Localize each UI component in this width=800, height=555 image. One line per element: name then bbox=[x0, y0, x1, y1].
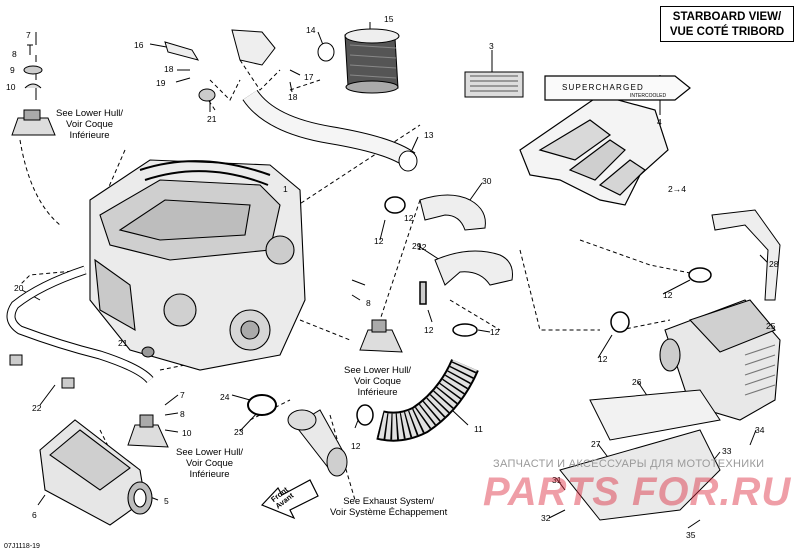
supercharger-cover bbox=[519, 94, 669, 206]
callout-24: 24 bbox=[220, 392, 230, 402]
note-line: See Lower Hull/ bbox=[56, 108, 124, 119]
document-id: 07J1118-19 bbox=[4, 543, 40, 550]
note-line: Voir Coque bbox=[66, 119, 114, 130]
callout-18: 18 bbox=[164, 64, 174, 74]
callout-22: 22 bbox=[32, 403, 42, 413]
callout-21: 21 bbox=[118, 338, 128, 348]
note-line: Voir Système Échappement bbox=[330, 507, 448, 518]
clamp-14 bbox=[317, 42, 335, 62]
view-title-box: STARBOARD VIEW/ VUE COTÉ TRIBORD bbox=[660, 6, 794, 42]
note-line: Inférieure bbox=[69, 130, 110, 141]
note-line: Voir Coque bbox=[354, 376, 402, 387]
engine-mount-top bbox=[11, 109, 56, 136]
air-filter bbox=[344, 28, 400, 94]
corrugated-hose bbox=[376, 358, 479, 442]
front-arrow-icon bbox=[260, 479, 319, 520]
callout-13: 13 bbox=[424, 130, 434, 140]
throttle-body bbox=[287, 409, 348, 477]
callout-9: 9 bbox=[10, 65, 15, 75]
callout-35: 35 bbox=[686, 530, 696, 540]
note-line: See Exhaust System/ bbox=[343, 496, 435, 507]
callout-6: 6 bbox=[32, 510, 37, 520]
heat-shield bbox=[589, 389, 721, 441]
elbow-29 bbox=[434, 250, 513, 286]
note-line: Inférieure bbox=[189, 469, 230, 480]
callout-31: 31 bbox=[552, 475, 562, 485]
note-line: See Lower Hull/ bbox=[344, 365, 412, 376]
callout-12: 12 bbox=[663, 290, 673, 300]
callout-34: 34 bbox=[755, 425, 765, 435]
callout-19: 19 bbox=[156, 78, 166, 88]
callout-26: 26 bbox=[632, 377, 642, 387]
note-lower-hull-mid: See Lower Hull/ Voir Coque Inférieure bbox=[344, 365, 411, 398]
elbow-30 bbox=[419, 194, 486, 231]
hose-20 bbox=[7, 266, 153, 383]
callout-12: 12 bbox=[404, 213, 414, 223]
callout-20: 20 bbox=[14, 283, 24, 293]
callout-12: 12 bbox=[424, 325, 434, 335]
note-exhaust: See Exhaust System/ Voir Système Échappe… bbox=[330, 496, 447, 518]
callout-11: 11 bbox=[474, 424, 483, 434]
callout-15: 15 bbox=[384, 14, 394, 24]
note-line: Voir Coque bbox=[186, 458, 234, 469]
intake-manifold bbox=[39, 419, 153, 526]
callout-17: 17 bbox=[304, 72, 314, 82]
callout-12: 12 bbox=[490, 327, 500, 337]
watermark-logo: PARTS FOR.RU bbox=[483, 470, 792, 514]
note-lower-hull-bottom: See Lower Hull/ Voir Coque Inférieure bbox=[176, 447, 243, 480]
callout-28: 28 bbox=[769, 259, 779, 269]
supercharged-badge bbox=[544, 75, 691, 101]
callout-12: 12 bbox=[374, 236, 384, 246]
callout-29: 29 bbox=[412, 241, 422, 251]
engine-block bbox=[89, 159, 306, 371]
callout-30: 30 bbox=[482, 176, 492, 186]
callout-5: 5 bbox=[164, 496, 169, 506]
engine-mount-right bbox=[359, 319, 403, 353]
small-hardware bbox=[9, 41, 216, 389]
note-lower-hull-top: See Lower Hull/ Voir Coque Inférieure bbox=[56, 108, 123, 141]
callout-2-4: 2→4 bbox=[668, 184, 686, 194]
bracket-28 bbox=[711, 209, 781, 301]
view-title-line1: STARBOARD VIEW/ bbox=[672, 11, 782, 23]
callout-14: 14 bbox=[306, 25, 316, 35]
clamps-12 bbox=[356, 196, 712, 426]
callout-32: 32 bbox=[541, 513, 551, 523]
callout-8: 8 bbox=[366, 298, 371, 308]
callout-27: 27 bbox=[591, 439, 601, 449]
note-line: Inférieure bbox=[357, 387, 398, 398]
intake-adapter bbox=[231, 29, 276, 66]
mounting-plate bbox=[559, 429, 721, 521]
callout-7: 7 bbox=[26, 30, 31, 40]
callout-4: 4 bbox=[657, 117, 662, 127]
callout-8: 8 bbox=[180, 409, 185, 419]
cover-sub: INTERCOOLED bbox=[630, 93, 667, 99]
callout-21: 21 bbox=[207, 114, 217, 124]
callout-10: 10 bbox=[6, 82, 16, 92]
callout-1: 1 bbox=[283, 184, 288, 194]
callout-25: 25 bbox=[766, 321, 776, 331]
view-title-line2: VUE COTÉ TRIBORD bbox=[669, 26, 785, 38]
callout-8: 8 bbox=[12, 49, 17, 59]
callout-16: 16 bbox=[134, 40, 144, 50]
engine-mount-bottom bbox=[127, 414, 169, 448]
duct-13 bbox=[243, 90, 415, 167]
callout-3: 3 bbox=[489, 41, 494, 51]
callout-23: 23 bbox=[234, 427, 244, 437]
cover-brand: SUPERCHARGED bbox=[562, 83, 644, 92]
clamp-23 bbox=[247, 394, 277, 416]
callout-12: 12 bbox=[598, 354, 608, 364]
callout-18: 18 bbox=[288, 92, 298, 102]
callout-12: 12 bbox=[351, 441, 361, 451]
watermark-text: ЗАПЧАСТИ И АКСЕССУАРЫ ДЛЯ МОТОТЕХНИКИ bbox=[493, 458, 765, 470]
callout-7: 7 bbox=[180, 390, 185, 400]
note-line: See Lower Hull/ bbox=[176, 447, 244, 458]
callout-33: 33 bbox=[722, 446, 732, 456]
callout-10: 10 bbox=[182, 428, 192, 438]
callout-12: 12 bbox=[417, 242, 427, 252]
intercooler bbox=[659, 299, 781, 421]
